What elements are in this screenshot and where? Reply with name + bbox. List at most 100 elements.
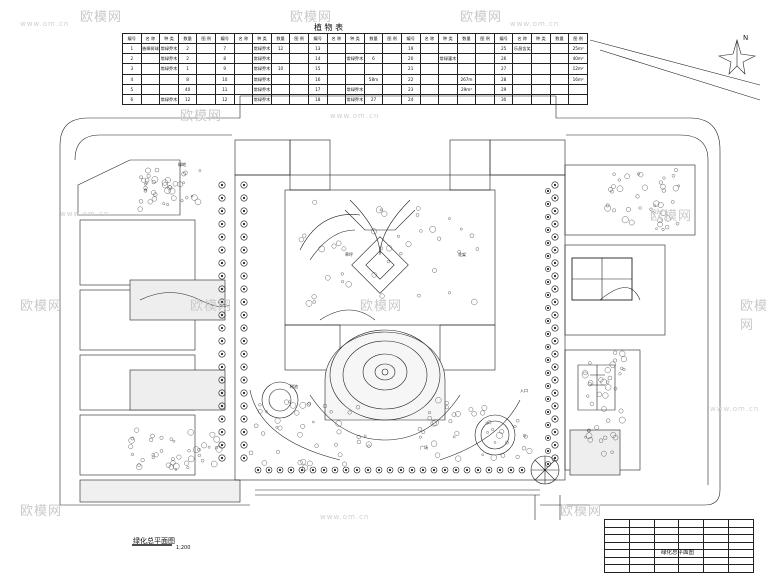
- tree-symbol: [545, 227, 551, 233]
- title-block-cell: [604, 519, 630, 528]
- tree-symbol: [240, 324, 248, 332]
- legend-header-cell: 编号: [122, 32, 142, 45]
- tree-symbol: [218, 389, 226, 397]
- tree-symbol: [474, 466, 482, 474]
- title-block-cell: [604, 526, 630, 535]
- legend-cell: 16m²: [568, 73, 588, 85]
- shrub-symbol: [485, 421, 489, 425]
- legend-cell: [531, 43, 551, 55]
- shrub-symbol: [277, 425, 283, 431]
- shrub-symbol: [186, 466, 190, 469]
- shrub-symbol: [340, 272, 344, 276]
- shrub-symbol: [341, 246, 347, 252]
- shrub-symbol: [151, 176, 159, 183]
- shrub-symbol: [165, 462, 171, 468]
- shrub-symbol: [649, 207, 653, 211]
- legend-cell: [419, 83, 440, 95]
- tree-symbol: [218, 454, 226, 462]
- tree-symbol: [551, 441, 559, 449]
- legend-cell: [549, 83, 570, 95]
- shrub-symbol: [671, 174, 676, 178]
- shrub-symbol: [379, 208, 383, 212]
- tree-symbol: [265, 466, 273, 474]
- watermark-url: www.om.cn: [510, 20, 560, 28]
- legend-cell: [549, 43, 570, 55]
- shrub-symbol: [661, 227, 665, 231]
- shrub-symbol: [601, 406, 607, 412]
- legend-cell: 9: [214, 63, 235, 75]
- tree-symbol: [218, 402, 226, 410]
- watermark: 欧模网: [560, 504, 603, 519]
- legend-cell: [289, 93, 309, 106]
- shrub-symbol: [161, 182, 168, 189]
- area-label: 广场: [420, 445, 428, 450]
- tree-symbol: [507, 466, 515, 474]
- tree-symbol: [218, 246, 226, 254]
- legend-cell: 8: [214, 53, 235, 65]
- shrub-symbol: [448, 291, 452, 295]
- shrub-symbol: [653, 204, 657, 207]
- legend-cell: [512, 63, 533, 75]
- shrub-symbol: [187, 449, 191, 453]
- tree-symbol: [240, 363, 248, 371]
- tree-symbol: [218, 428, 226, 436]
- title-block-cell: [703, 526, 730, 535]
- shrub-symbol: [172, 439, 176, 443]
- watermark-url: www.om.cn: [20, 20, 70, 28]
- legend-cell: [233, 93, 254, 106]
- tree-symbol: [545, 318, 551, 324]
- tree-symbol: [240, 246, 248, 254]
- tree-symbol: [551, 259, 559, 267]
- tree-symbol: [551, 194, 559, 202]
- shrub-symbol: [197, 453, 201, 457]
- shrub-symbol: [471, 298, 478, 306]
- shrub-symbol: [194, 198, 202, 206]
- shrub-symbol: [261, 431, 266, 436]
- legend-cell: 17: [307, 83, 328, 95]
- legend-cell: [475, 83, 495, 95]
- legend-cell: [549, 73, 570, 85]
- shrub-symbol: [660, 183, 666, 190]
- shrub-symbol: [657, 221, 663, 228]
- tree-symbol: [551, 285, 559, 293]
- title-block-cell: [728, 564, 754, 573]
- tree-symbol: [240, 350, 248, 358]
- shrub-symbol: [459, 227, 463, 231]
- tree-symbol: [545, 305, 551, 311]
- shrub-symbol: [275, 425, 279, 429]
- legend-cell: 25: [493, 43, 514, 55]
- shrub-symbol: [526, 447, 533, 454]
- shrub-symbol: [454, 430, 460, 436]
- legend-cell: 常绿乔木: [159, 63, 179, 75]
- shrub-symbol: [302, 233, 307, 238]
- shrub-symbol: [305, 299, 313, 307]
- tree-symbol: [240, 285, 248, 293]
- tree-symbol: [240, 259, 248, 267]
- shrub-symbol: [589, 401, 594, 406]
- tree-symbol: [331, 466, 339, 474]
- legend-cell: 2: [177, 43, 198, 55]
- legend-header-cell: 种 类: [438, 32, 458, 45]
- right-building-block: [564, 164, 696, 476]
- legend-cell: [140, 93, 161, 106]
- shrub-symbol: [604, 204, 612, 212]
- shrub-symbol: [381, 210, 388, 217]
- tree-symbol: [545, 292, 551, 298]
- tree-symbol: [545, 409, 551, 415]
- shrub-symbol: [151, 453, 155, 457]
- tree-symbol: [240, 389, 248, 397]
- tree-symbol: [551, 324, 559, 332]
- tree-symbol: [320, 466, 328, 474]
- shrub-symbol: [134, 427, 140, 433]
- shrub-symbol: [432, 267, 437, 273]
- tree-symbol: [287, 466, 295, 474]
- shrub-symbol: [137, 206, 143, 212]
- tree-symbol: [545, 188, 551, 194]
- legend-cell: 常绿乔木: [252, 83, 272, 95]
- shrub-symbol: [657, 217, 663, 223]
- legend-header-cell: 名 称: [140, 32, 161, 45]
- legend-cell: 常绿乔木: [345, 83, 365, 95]
- legend-cell: 12: [177, 93, 198, 106]
- tree-symbol: [240, 181, 248, 189]
- shrub-symbol: [213, 436, 220, 443]
